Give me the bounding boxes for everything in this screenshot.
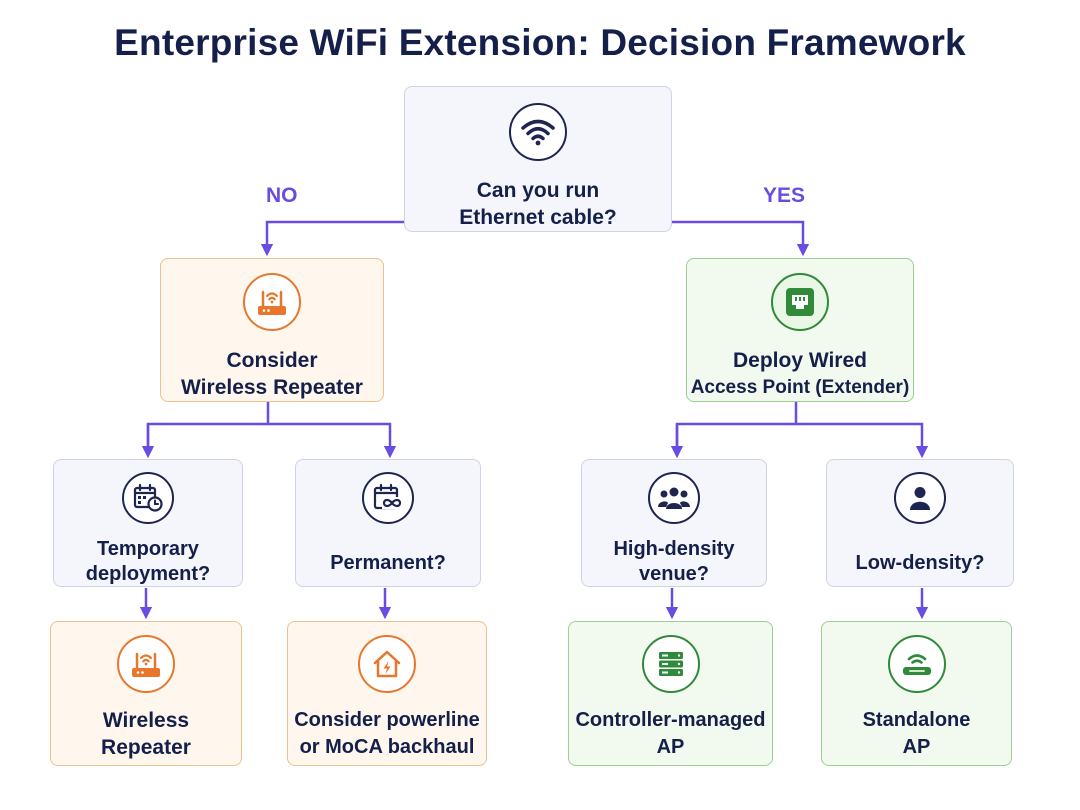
node-high-density-line-1: High-density — [613, 538, 735, 560]
router-icon — [243, 273, 301, 331]
node-powerline-line-2: or MoCA backhaul — [299, 736, 475, 758]
node-wireless-repeater-line-1: Wireless — [102, 709, 190, 732]
node-root-line-1: Can you run — [476, 179, 600, 202]
calendar-clock-icon — [122, 472, 174, 524]
edge-repeater-split — [146, 402, 390, 452]
ethernet-port-icon — [771, 273, 829, 331]
node-powerline-line-1: Consider powerline — [294, 709, 480, 731]
calendar-infinity-icon — [362, 472, 414, 524]
node-wired-ap-line-1: Deploy Wired — [732, 349, 867, 372]
node-high-density-line-2: venue? — [638, 563, 710, 585]
node-root: Can you run Ethernet cable? — [404, 86, 672, 232]
node-permanent-line-1: Permanent? — [330, 552, 446, 574]
group-users-icon — [648, 472, 700, 524]
node-consider-repeater-line-2: Wireless Repeater — [181, 376, 363, 399]
node-consider-repeater: Consider Wireless Repeater — [160, 258, 384, 402]
node-standalone-ap: Standalone AP — [821, 621, 1012, 766]
node-low-density-line-1: Low-density? — [855, 552, 985, 574]
diagram-title: Enterprise WiFi Extension: Decision Fram… — [114, 22, 966, 63]
node-wired-ap: Deploy Wired Access Point (Extender) — [686, 258, 914, 402]
node-permanent: Permanent? — [295, 459, 481, 587]
node-controller-ap: Controller-managed AP — [568, 621, 773, 766]
node-controller-ap-line-1: Controller-managed — [575, 709, 766, 731]
node-wired-ap-line-2: Access Point (Extender) — [690, 377, 910, 398]
branch-label-yes: YES — [763, 184, 806, 207]
node-root-line-2: Ethernet cable? — [459, 206, 617, 229]
edge-wired-split — [675, 402, 922, 452]
node-standalone-ap-line-1: Standalone — [862, 709, 971, 731]
single-user-icon — [894, 472, 946, 524]
node-low-density: Low-density? — [826, 459, 1014, 587]
node-high-density: High-density venue? — [581, 459, 767, 587]
node-standalone-ap-line-2: AP — [902, 736, 931, 758]
node-temporary-line-2: deployment? — [85, 563, 211, 585]
node-temporary: Temporary deployment? — [53, 459, 243, 587]
node-powerline: Consider powerline or MoCA backhaul — [287, 621, 487, 766]
node-controller-ap-line-2: AP — [656, 736, 685, 758]
node-wireless-repeater-line-2: Repeater — [101, 736, 191, 759]
server-stack-icon — [641, 635, 700, 693]
branch-label-no: NO — [266, 184, 298, 207]
edge-root-no — [260, 220, 404, 257]
node-consider-repeater-line-1: Consider — [226, 349, 318, 372]
node-wireless-repeater: Wireless Repeater — [50, 621, 242, 766]
house-power-icon — [358, 635, 416, 693]
node-temporary-line-1: Temporary — [97, 538, 199, 560]
wifi-icon — [509, 103, 567, 161]
router-icon — [117, 635, 175, 693]
access-point-icon — [887, 635, 946, 693]
edge-root-yes — [672, 220, 810, 257]
